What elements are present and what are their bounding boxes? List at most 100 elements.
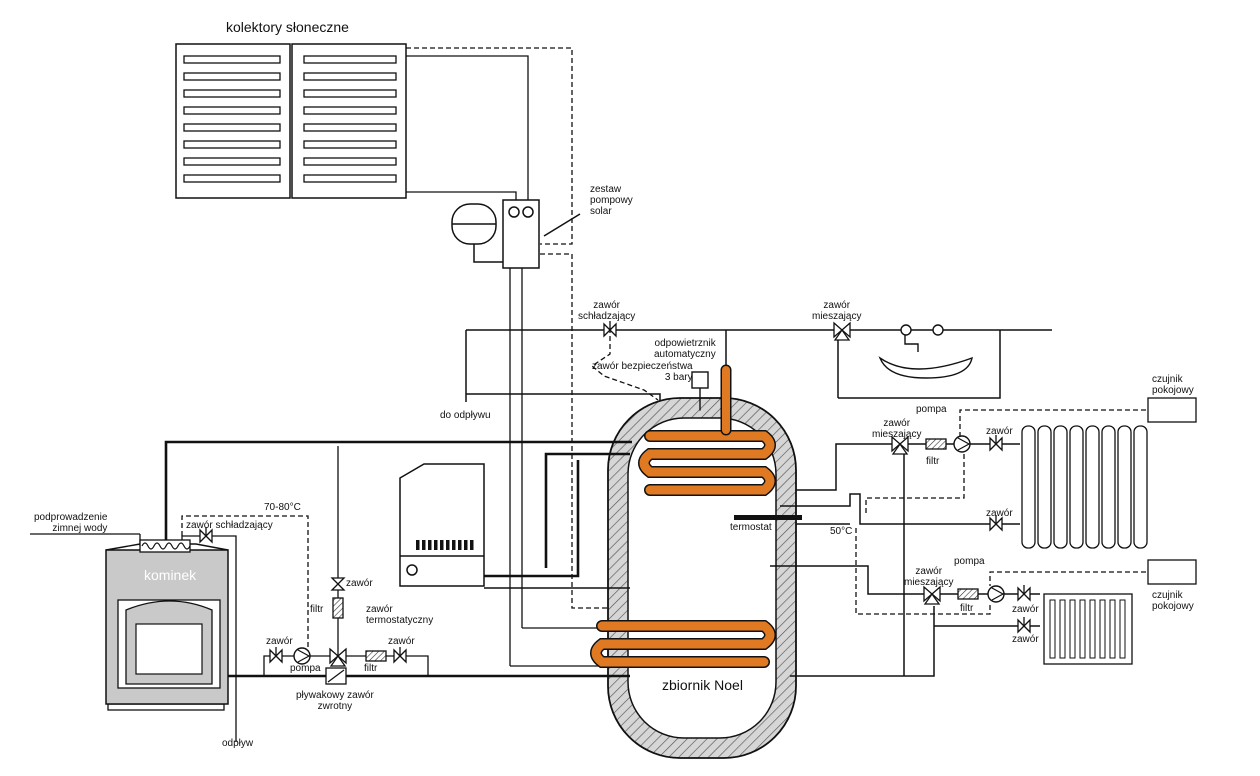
- mixing-valve-part: [329, 654, 347, 667]
- coil-tube: [591, 621, 775, 667]
- collector-tube: [303, 106, 397, 115]
- radiator-icon: [1043, 593, 1133, 665]
- label-zbiornik: zbiornik Noel: [662, 677, 743, 693]
- mixing-valve-part: [329, 647, 339, 665]
- label-filtr-left-v: filtr: [310, 604, 324, 615]
- radiator-fin: [1053, 425, 1068, 549]
- radiator-fin: [1117, 425, 1132, 549]
- collector-tube: [303, 72, 397, 81]
- label-zawor-schladzajacy-left: zawór schładzający: [186, 520, 273, 531]
- label-filtr-left-h: filtr: [364, 663, 378, 674]
- radiator-fin: [1119, 599, 1126, 659]
- fireplace-icon: [105, 539, 229, 711]
- left-dashed-lines: [181, 328, 659, 656]
- mixing-valve-part: [923, 585, 933, 603]
- radiator-fin: [1099, 599, 1106, 659]
- collector-tube: [183, 123, 281, 132]
- mixing-valve-part: [891, 435, 901, 453]
- collector-tube: [183, 174, 281, 183]
- filter-icon: [332, 597, 344, 619]
- radiator-fin: [1049, 599, 1056, 659]
- collector-tube: [183, 157, 281, 166]
- check-valve-mark: [327, 669, 345, 683]
- thermostat-icon: [734, 515, 802, 520]
- label-zawor-schladzajacy-top: zawór schładzający: [578, 300, 636, 322]
- collector-tube: [183, 55, 281, 64]
- solar-pipes: [406, 55, 614, 667]
- pump-icon: [953, 435, 971, 453]
- label-podprowadzenie: podprowadzenie zimnej wody: [34, 512, 108, 534]
- collector-tube: [183, 89, 281, 98]
- collector-tube: [303, 157, 397, 166]
- label-zawor-bezpieczenstwa: zawór bezpieczeństwa 3 bary: [592, 361, 693, 383]
- collector-tube: [303, 89, 397, 98]
- mixing-valve-part: [833, 328, 851, 341]
- air-vent-icon: [691, 371, 709, 389]
- boiler-controls: [416, 540, 474, 550]
- radiator-body: [1043, 593, 1133, 665]
- label-temp-7080: 70-80°C: [264, 502, 301, 513]
- tank-coils: [590, 430, 776, 668]
- pump-icon: [987, 585, 1005, 603]
- filter-icon: [957, 588, 979, 600]
- boiler-control: [440, 540, 444, 550]
- radiator-icon: [1021, 425, 1148, 549]
- domestic-water-line: [465, 329, 1052, 410]
- label-zawor-r3: zawór: [1012, 604, 1039, 615]
- collector-tube: [183, 72, 281, 81]
- boiler-control: [428, 540, 432, 550]
- solar-dashed-lines: [406, 47, 614, 609]
- boiler-icon: [399, 463, 485, 587]
- radiator-fin: [1021, 425, 1036, 549]
- components: [199, 321, 1031, 685]
- mixing-valve-part: [923, 592, 941, 605]
- collector-tube: [303, 55, 397, 64]
- sensor-box-icon: [1147, 397, 1197, 423]
- mixing-valve-part: [337, 647, 347, 665]
- label-zawor-mieszajacy-top: zawór mieszający: [812, 300, 862, 322]
- mixing-valve-part: [931, 585, 941, 603]
- label-zawor-left-1: zawór: [266, 636, 293, 647]
- label-pompa-2: pompa: [954, 556, 985, 567]
- boiler-control: [470, 540, 474, 550]
- solar-collector-icon: [175, 43, 407, 199]
- label-pompa-left: pompa: [290, 663, 321, 674]
- filter-icon: [365, 650, 387, 662]
- pump-arrow: [957, 437, 971, 451]
- label-filtr-2: filtr: [960, 603, 974, 614]
- pump-icon: [293, 647, 311, 665]
- collector-tube: [303, 140, 397, 149]
- label-pompa-1: pompa: [916, 404, 947, 415]
- boiler-control: [446, 540, 450, 550]
- boiler-control: [458, 540, 462, 550]
- boiler-control: [416, 540, 420, 550]
- label-zawor-mieszajacy-2: zawór mieszający: [904, 566, 954, 588]
- label-zawor-r1: zawór: [986, 426, 1013, 437]
- label-kolektory: kolektory słoneczne: [226, 19, 349, 35]
- valve-icon: [330, 577, 346, 591]
- mixing-valve-part: [891, 442, 909, 455]
- radiator-fin: [1109, 599, 1116, 659]
- boiler-control: [452, 540, 456, 550]
- label-zawor-left-2: zawór: [388, 636, 415, 647]
- label-czujnik-pokojowy-2: czujnik pokojowy: [1152, 590, 1194, 612]
- radiator-fin: [1079, 599, 1086, 659]
- sensor-box-icon: [1147, 559, 1197, 585]
- label-zawor-termostatyczny: zawór termostatyczny: [366, 604, 434, 626]
- radiator-fin: [1101, 425, 1116, 549]
- filter-icon: [925, 438, 947, 450]
- label-zawor-left-top: zawór: [346, 578, 373, 589]
- left-pipes: [30, 440, 632, 742]
- label-plywakowy: pływakowy zawór zwrotny: [296, 690, 374, 712]
- pump-arrow: [297, 649, 311, 663]
- label-temp-50: 50°C: [830, 526, 853, 537]
- radiator-fin: [1133, 425, 1148, 549]
- label-zawor-r2: zawór: [986, 508, 1013, 519]
- mixing-valve-part: [841, 321, 851, 339]
- expansion-vessel-icon: [451, 203, 504, 263]
- coil-tube: [639, 431, 775, 495]
- radiator-fin: [1059, 599, 1066, 659]
- label-kominek: kominek: [144, 567, 197, 583]
- boiler-control: [464, 540, 468, 550]
